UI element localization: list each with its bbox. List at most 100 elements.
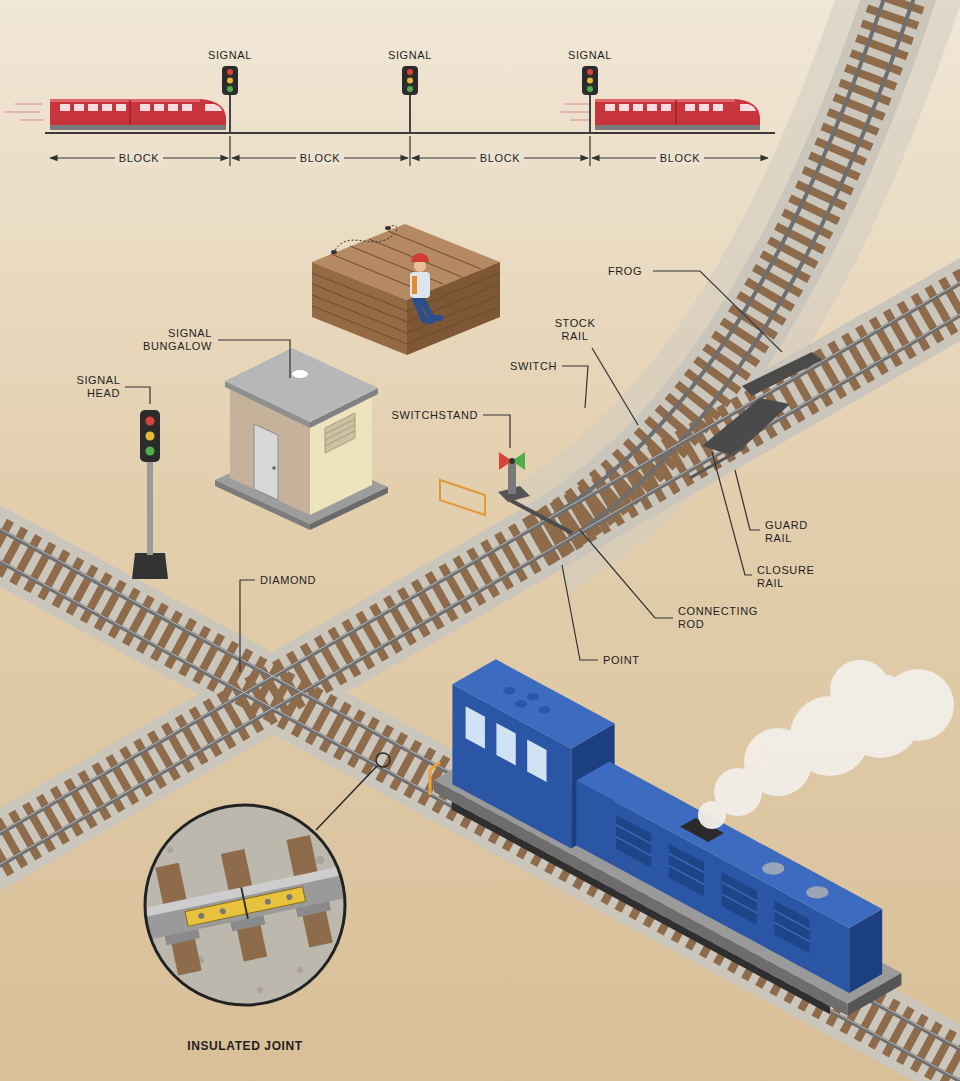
- signal-head: [132, 553, 168, 579]
- signal-symbol: [402, 66, 418, 133]
- train: [205, 104, 222, 111]
- part-label: POINT: [603, 654, 640, 667]
- train: [633, 104, 643, 111]
- leader-line: [712, 452, 752, 575]
- block-label: BLOCK: [115, 152, 163, 165]
- track: [0, 288, 960, 861]
- train: [74, 104, 84, 111]
- train: [685, 104, 695, 111]
- locomotive: [802, 884, 833, 902]
- frog-plate: [702, 398, 790, 456]
- signal-bungalow: [225, 348, 378, 422]
- leader-line: [125, 271, 782, 672]
- motion-lines: [560, 111, 590, 113]
- block-label: BLOCK: [476, 152, 524, 165]
- train: [50, 99, 200, 102]
- worker: [410, 253, 440, 321]
- locomotive: [722, 894, 757, 913]
- leader-line: [125, 387, 150, 404]
- locomotive: [669, 865, 704, 884]
- block-dimension: [50, 136, 768, 166]
- train: [50, 125, 226, 130]
- train: [647, 104, 657, 111]
- signal-head: [140, 410, 160, 462]
- signal-head: [146, 417, 155, 426]
- switchstand: [509, 458, 515, 464]
- locomotive: [722, 872, 757, 925]
- locomotive: [452, 659, 614, 748]
- motion-lines: [20, 119, 44, 121]
- block-dimension: [589, 136, 590, 166]
- train: [50, 99, 226, 130]
- track: [0, 299, 960, 872]
- insulated-joint-inset: [286, 894, 293, 901]
- locomotive: [669, 843, 704, 896]
- train: [154, 104, 164, 111]
- train: [116, 104, 126, 111]
- block-diagram: [5, 66, 775, 166]
- worker: [411, 253, 429, 262]
- tie-stack: [312, 231, 500, 344]
- leader-line: [653, 271, 782, 352]
- leader-line: [483, 415, 510, 448]
- signal-symbol: [589, 94, 591, 133]
- worker: [410, 272, 430, 298]
- train: [675, 100, 677, 127]
- track: [0, 523, 960, 1064]
- part-label: SIGNAL HEAD: [76, 374, 120, 400]
- tie-stack: [407, 262, 500, 355]
- block-label: BLOCK: [296, 152, 344, 165]
- signal-label: SIGNAL: [568, 49, 612, 62]
- signal-symbol: [227, 78, 233, 84]
- signal-symbol: [402, 66, 418, 95]
- insulated-joint-inset: [376, 753, 390, 767]
- signal-head: [146, 447, 155, 456]
- insulated-joint-inset: [316, 766, 377, 830]
- motion-lines: [5, 111, 40, 113]
- locomotive: [669, 853, 704, 872]
- locomotive: [466, 706, 485, 748]
- part-label: SWITCHSTAND: [392, 409, 478, 422]
- signal-symbol: [582, 66, 598, 95]
- insulated-joint-inset: [241, 887, 248, 918]
- locomotive: [501, 686, 518, 696]
- train: [699, 104, 709, 111]
- track: [540, 0, 905, 540]
- signal-bungalow: [292, 370, 308, 378]
- train: [740, 104, 756, 111]
- signal-bungalow: [325, 425, 355, 440]
- locomotive: [616, 815, 651, 868]
- track: [0, 276, 960, 849]
- signal-head: [146, 432, 155, 441]
- motion-lines: [570, 119, 590, 121]
- train: [605, 104, 615, 111]
- signal-bungalow: [272, 466, 276, 470]
- train: [102, 104, 112, 111]
- signal-bungalow: [215, 348, 388, 530]
- train: [50, 99, 226, 127]
- locomotive: [758, 860, 789, 878]
- insulated-joint-inset: [198, 912, 205, 919]
- insulated-joint-inset: [167, 847, 173, 853]
- train: [595, 99, 735, 102]
- train: [595, 99, 760, 127]
- frog-plate: [742, 352, 822, 396]
- insulated-joint-inset: [145, 805, 345, 1005]
- signal-symbol: [227, 69, 233, 75]
- leader-line: [580, 530, 673, 618]
- frog-plate: [702, 352, 822, 456]
- train: [605, 104, 756, 111]
- track: [0, 535, 960, 1076]
- switchstand: [508, 462, 516, 494]
- signal-bungalow: [325, 419, 355, 446]
- connecting-rod: [510, 500, 572, 533]
- signal-bungalow: [325, 413, 355, 453]
- insulated-joint-inset: [297, 967, 303, 973]
- locomotive: [452, 659, 614, 748]
- train: [60, 104, 222, 111]
- train: [182, 104, 192, 111]
- part-label: DIAMOND: [260, 574, 316, 587]
- track: [0, 275, 960, 1081]
- part-label: SIGNAL BUNGALOW: [143, 327, 212, 353]
